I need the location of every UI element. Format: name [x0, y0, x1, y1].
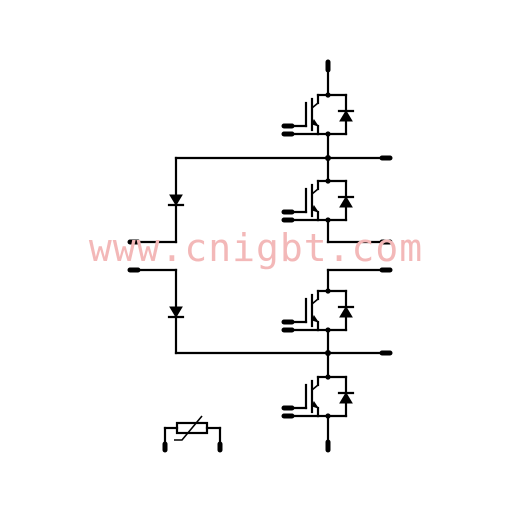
igbt-1	[284, 92, 353, 136]
igbt-4	[284, 374, 353, 418]
junction-dot	[325, 350, 331, 356]
wires	[132, 156, 388, 355]
diode-2	[167, 306, 185, 319]
diode-1	[167, 194, 185, 207]
junction-dot	[325, 155, 331, 161]
thermistor	[162, 415, 223, 453]
igbt-2	[284, 178, 353, 222]
igbt-3	[284, 288, 353, 332]
